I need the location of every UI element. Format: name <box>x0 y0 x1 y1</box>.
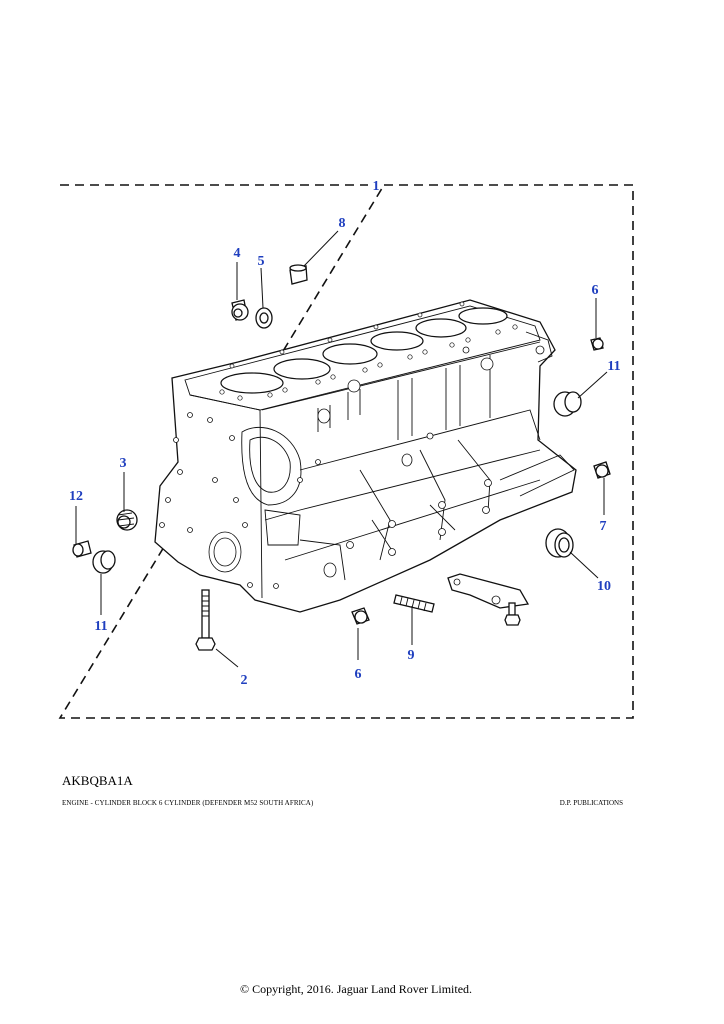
callout-4: 4 <box>234 246 241 261</box>
callout-6-lower: 6 <box>355 667 362 682</box>
copyright-notice: © Copyright, 2016. Jaguar Land Rover Lim… <box>239 982 473 996</box>
part-8-cap <box>289 264 308 285</box>
part-12-plug <box>72 540 92 558</box>
part-6-dowel-upper <box>590 337 604 351</box>
leader-lines <box>75 230 608 668</box>
part-4-plug <box>231 299 249 321</box>
callout-10: 10 <box>597 579 611 594</box>
cylinder-block <box>154 299 577 613</box>
callout-6-upper: 6 <box>592 283 599 298</box>
callout-5: 5 <box>258 254 265 269</box>
bracket <box>447 573 530 626</box>
diagram-caption: ENGINE - CYLINDER BLOCK 6 CYLINDER (DEFE… <box>62 799 314 807</box>
callout-9: 9 <box>408 648 415 663</box>
callout-3: 3 <box>120 456 127 471</box>
callout-11-left: 11 <box>94 619 107 634</box>
callout-12: 12 <box>69 489 83 504</box>
callout-7: 7 <box>600 519 607 534</box>
part-5-washer <box>255 307 273 329</box>
diagram-code: AKBQBA1A <box>62 773 133 788</box>
callout-11-right: 11 <box>607 359 620 374</box>
part-11-cup-right <box>553 391 582 417</box>
part-7-dowel <box>593 461 611 479</box>
part-2-bolt <box>195 589 216 651</box>
callout-8: 8 <box>339 216 346 231</box>
part-9-stud <box>393 594 435 613</box>
callout-1: 1 <box>373 179 380 194</box>
callout-2: 2 <box>241 673 248 688</box>
part-3-plug <box>116 509 138 531</box>
part-10-seal <box>545 528 574 558</box>
part-11-cup-left <box>92 550 116 574</box>
publisher-label: D.P. PUBLICATIONS <box>559 799 623 807</box>
part-6-dowel-lower <box>351 607 370 625</box>
